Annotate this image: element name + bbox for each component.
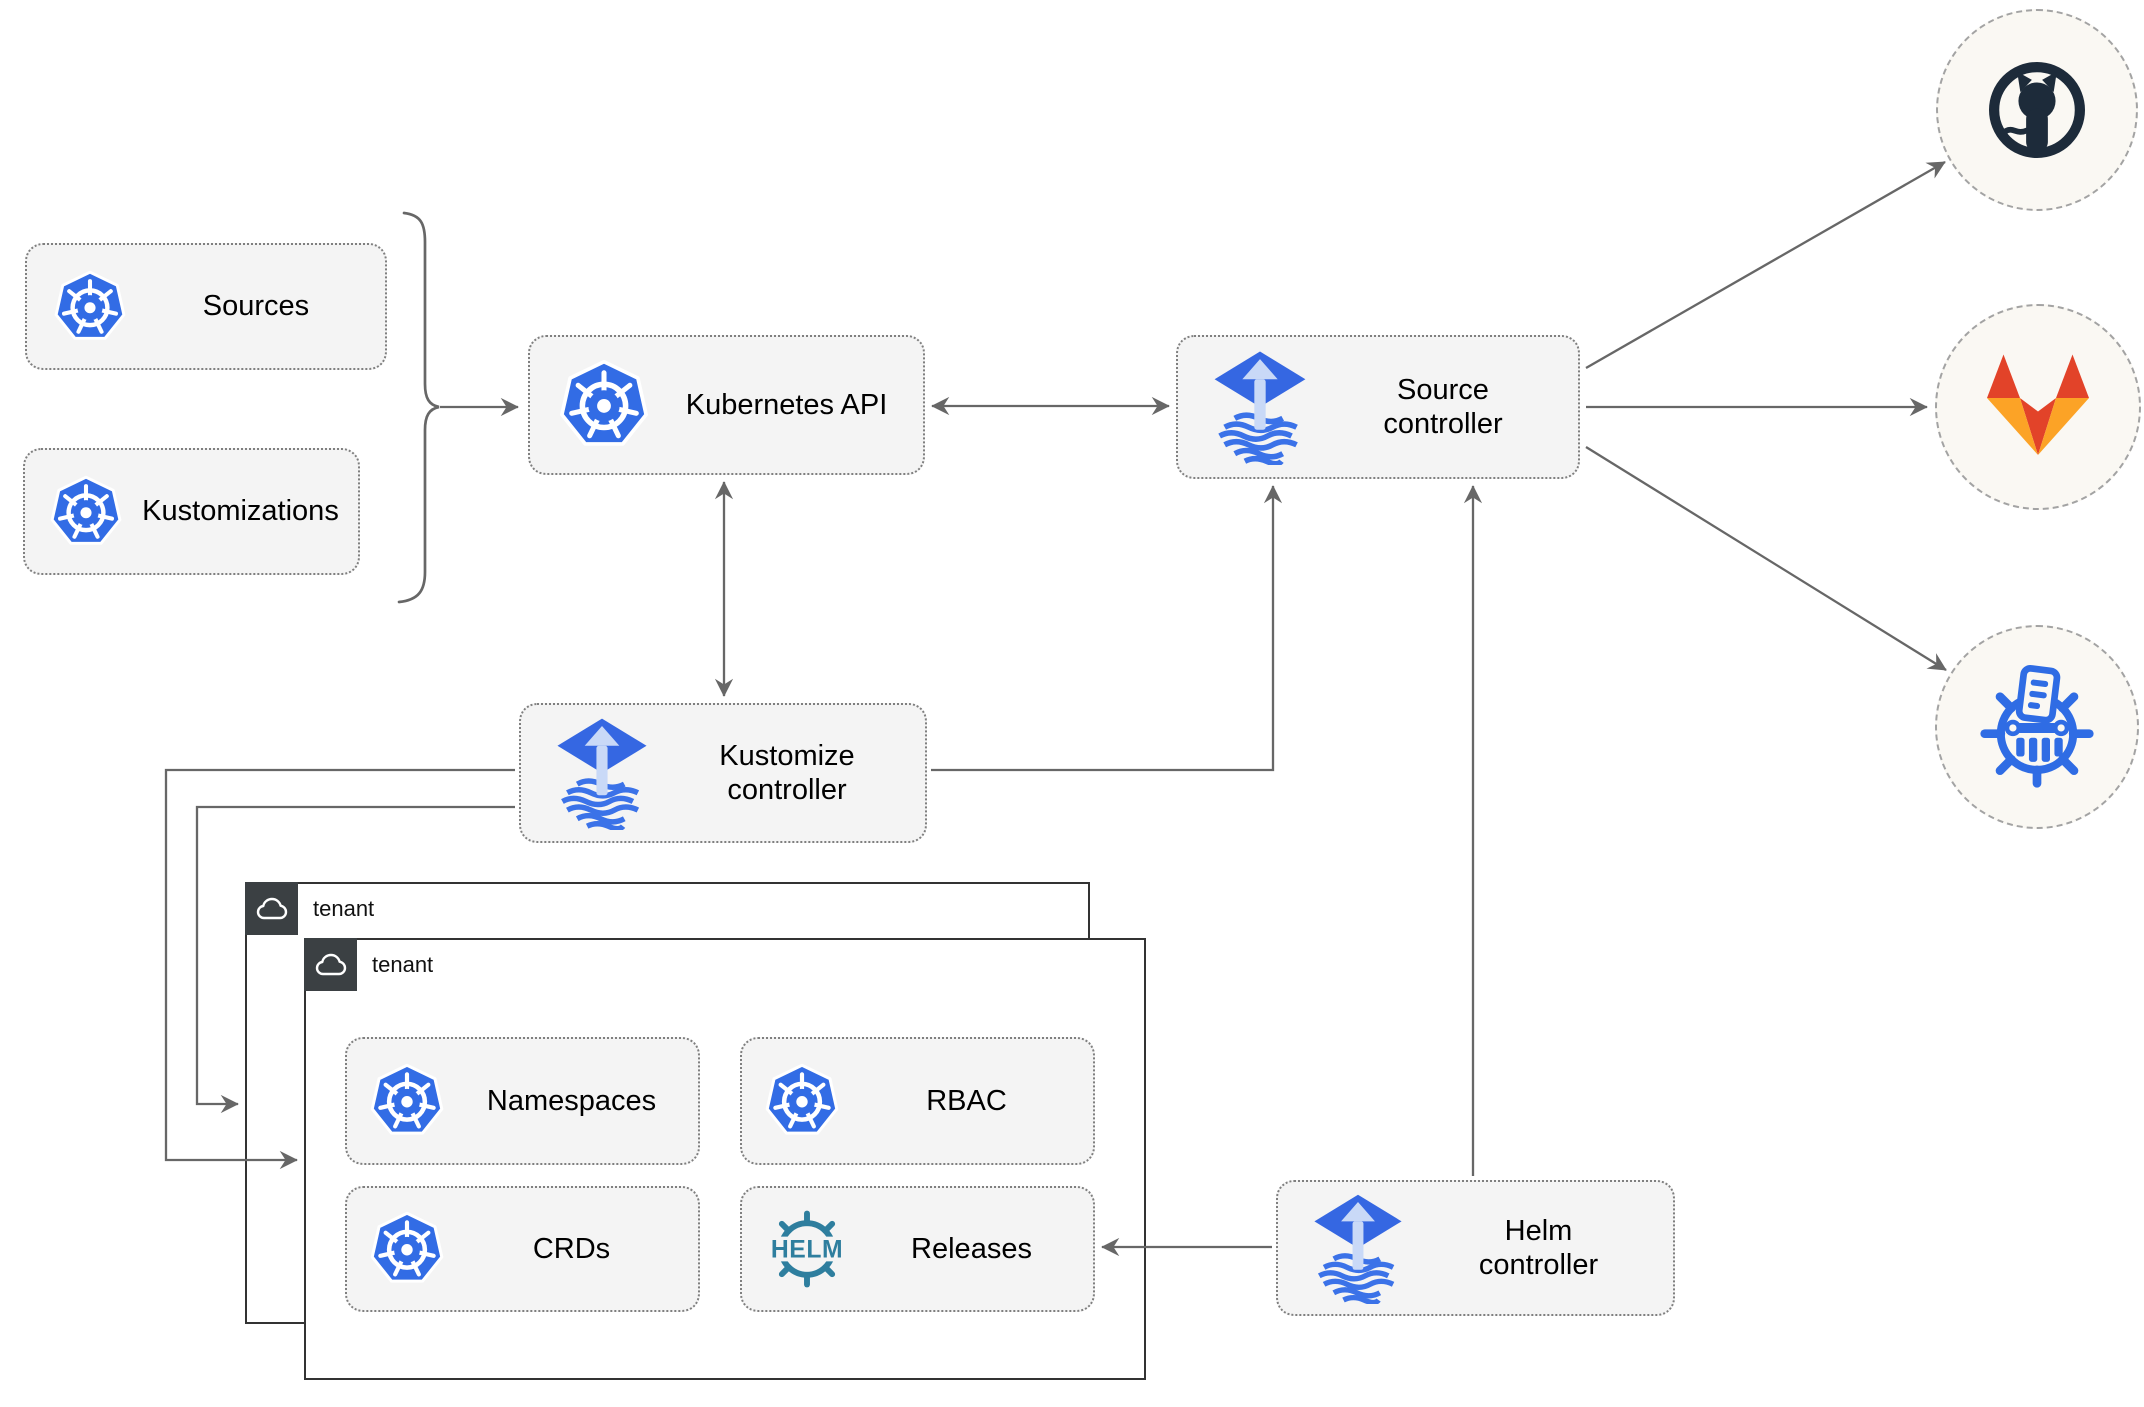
gitlab-node [1935,304,2141,510]
rbac-node: RBAC [740,1037,1095,1165]
kustomize-controller-node: Kustomize controller [519,703,927,843]
flux-icon [1312,1192,1404,1304]
helm-icon-wordmark: HELM [771,1237,843,1264]
tenant-back-header [245,882,298,935]
flux-icon [1212,349,1308,465]
source-controller-label: Source controller [1383,373,1503,440]
kubernetes-icon [369,1063,445,1139]
sources-node: Sources [25,243,387,370]
crds-label: CRDs [532,1232,611,1265]
kubernetes-icon [53,270,127,344]
kubernetes-icon [558,359,650,451]
kubernetes-icon [764,1063,840,1139]
tenant-front-header [304,938,357,991]
tenant-back-label: tenant [313,896,375,921]
helm-repository-node [1935,625,2139,829]
kubernetes-api-label: Kubernetes API [685,388,888,421]
helm-icon: HELM [764,1210,850,1288]
namespaces-node: Namespaces [345,1037,700,1165]
edge-source-to-github [1585,161,1946,369]
releases-node: HELM Releases [740,1186,1095,1312]
kubernetes-icon [369,1211,445,1287]
kustomizations-label: Kustomizations [142,495,339,528]
rbac-label: RBAC [926,1084,1007,1117]
releases-label: Releases [911,1232,1032,1265]
kubernetes-api-node: Kubernetes API [528,335,925,475]
brace-sources-group [397,211,440,604]
github-node [1936,9,2138,211]
helm-controller-label: Helm controller [1478,1214,1599,1281]
tenant-front-label: tenant [372,952,434,977]
helm-controller-node: Helm controller [1276,1180,1675,1316]
flux-icon [555,716,649,830]
kustomizations-node: Kustomizations [23,448,360,575]
gitlab-icon [1963,332,2113,482]
edge-source-to-helm-repository [1585,446,1947,671]
cloud-icon [254,894,290,924]
source-controller-node: Source controller [1176,335,1580,479]
github-icon [1973,46,2101,174]
crds-node: CRDs [345,1186,700,1312]
sources-label: Sources [202,290,310,323]
kustomize-controller-label: Kustomize controller [719,739,855,806]
namespaces-label: Namespaces [486,1084,657,1117]
cloud-icon [313,950,349,980]
helm-repository-icon [1970,660,2104,794]
kubernetes-icon [49,475,123,549]
edge-kustomize-to-source-controller [931,485,1283,772]
